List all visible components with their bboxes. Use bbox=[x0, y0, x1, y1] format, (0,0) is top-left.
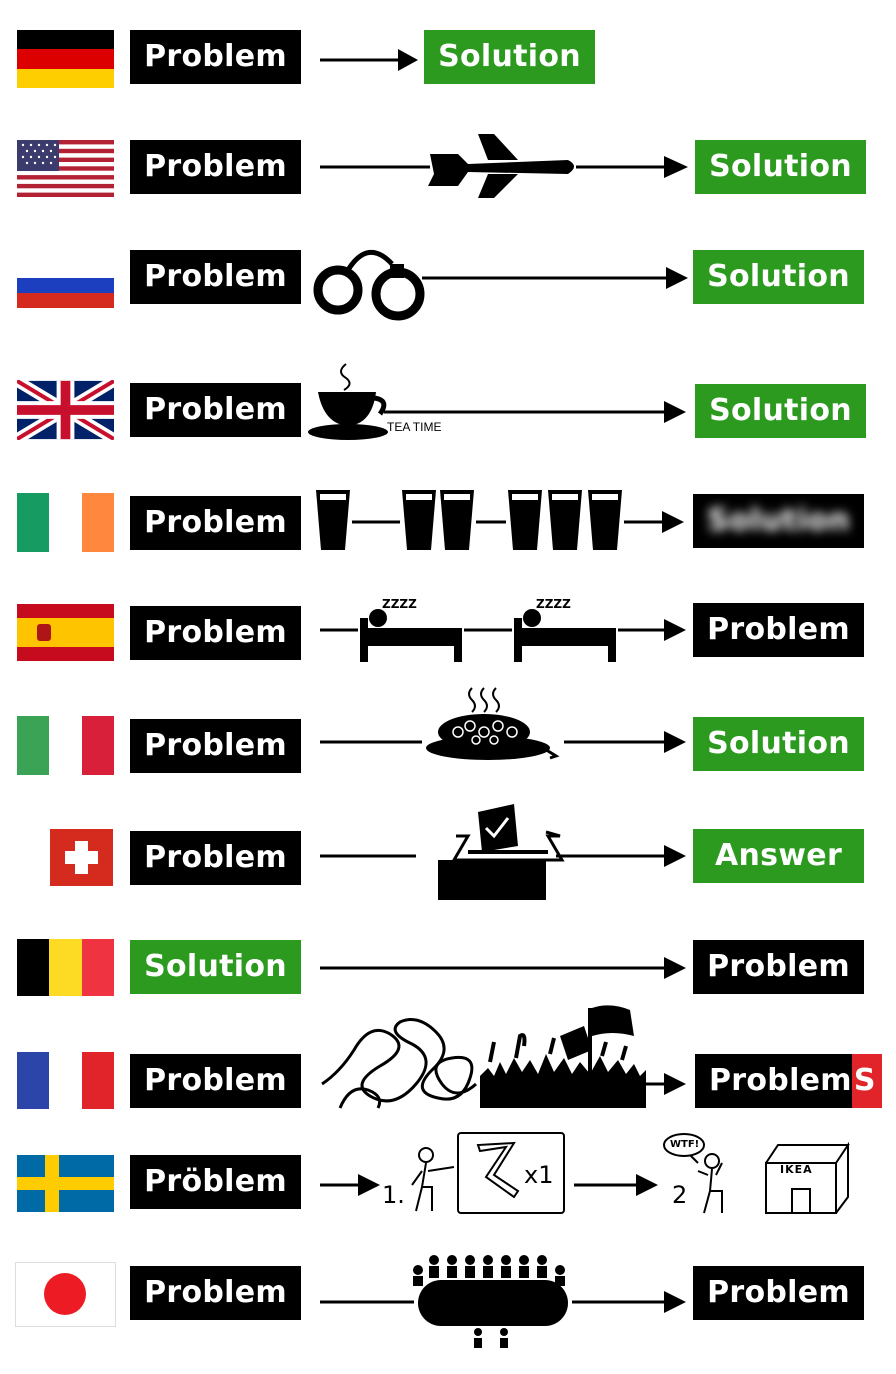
plural-s: S bbox=[851, 1054, 882, 1108]
pasta-plate-icon bbox=[320, 687, 686, 760]
row-france: Problem ProblemS bbox=[0, 1005, 896, 1110]
problem-box: Problem bbox=[130, 1266, 301, 1320]
row-japan: Problem Problem bbox=[0, 1240, 896, 1348]
tea-time-label: TEA TIME bbox=[387, 420, 442, 434]
problem-box: Problem bbox=[130, 831, 301, 885]
problem-box: Problem bbox=[130, 496, 301, 550]
row-russia: Problem Solution bbox=[0, 230, 896, 330]
problem-box: Problem bbox=[130, 250, 301, 304]
row-switzerland: Problem Answer bbox=[0, 800, 896, 900]
flag-uk bbox=[17, 380, 114, 440]
solution-box: Solution bbox=[693, 250, 864, 304]
solution-box: Solution bbox=[693, 717, 864, 771]
flag-spain bbox=[17, 604, 114, 661]
tangled-line-icon bbox=[321, 1018, 478, 1109]
flag-switzerland bbox=[50, 829, 113, 886]
problem-box: Problem bbox=[130, 383, 301, 437]
problem-box: Problem bbox=[130, 1054, 301, 1108]
problem-box: Pröblem bbox=[130, 1155, 301, 1209]
flag-japan bbox=[15, 1262, 116, 1327]
handcuffs-icon bbox=[313, 250, 688, 321]
row-germany: Problem Solution bbox=[0, 10, 896, 110]
solution-box: Solution bbox=[130, 940, 301, 994]
pint-glass-icon bbox=[316, 490, 684, 550]
svg-text:ZZZZ: ZZZZ bbox=[382, 597, 417, 611]
arrow-icon bbox=[320, 957, 686, 979]
flag-belgium bbox=[17, 939, 114, 996]
answer-box: Answer bbox=[693, 829, 864, 883]
flag-ireland bbox=[17, 493, 114, 552]
problem-box: Problem bbox=[130, 30, 301, 84]
problem-box: Problem bbox=[130, 719, 301, 773]
ikea-sign: IKEA bbox=[780, 1163, 813, 1176]
flag-italy bbox=[17, 716, 114, 775]
row-usa: Problem Solution bbox=[0, 120, 896, 220]
row-uk: Problem TEA TIME Solution bbox=[0, 360, 896, 460]
flag-usa bbox=[17, 140, 114, 197]
arrow-icon bbox=[320, 49, 418, 71]
step-two-label: 2 bbox=[672, 1181, 688, 1209]
solution-box: Solution bbox=[695, 140, 866, 194]
flag-france bbox=[17, 1052, 114, 1109]
problem-box-right: Problem bbox=[693, 940, 864, 994]
solution-box: Solution bbox=[424, 30, 595, 84]
teacup-icon bbox=[308, 363, 686, 440]
meeting-table-icon bbox=[320, 1255, 686, 1348]
row-sweden: Pröblem 1. x1 2 WTF! IKEA bbox=[0, 1125, 896, 1225]
drone-icon bbox=[320, 134, 688, 198]
row-ireland: Problem Solution bbox=[0, 470, 896, 570]
ballot-box-icon bbox=[320, 804, 686, 900]
solution-box-blurred: Solution bbox=[693, 494, 864, 548]
problem-box: Problem bbox=[130, 140, 301, 194]
step-one-label: 1. bbox=[382, 1181, 405, 1209]
problem-box: Problem bbox=[130, 606, 301, 660]
protest-crowd-icon bbox=[480, 1005, 686, 1108]
row-belgium: Solution Problem bbox=[0, 910, 896, 1010]
row-spain: Problem ZZZZ ZZZZ Problem bbox=[0, 580, 896, 680]
svg-text:ZZZZ: ZZZZ bbox=[536, 597, 571, 611]
flag-russia bbox=[17, 263, 114, 308]
flag-germany bbox=[17, 30, 114, 88]
sleeping-bed-icon: ZZZZ ZZZZ bbox=[320, 597, 686, 662]
solution-box: Solution bbox=[695, 384, 866, 438]
flag-sweden bbox=[17, 1155, 114, 1212]
problem-box-right: Problem bbox=[693, 603, 864, 657]
wtf-bubble-text: WTF! bbox=[670, 1139, 700, 1150]
count-label: x1 bbox=[524, 1161, 554, 1189]
problems-box: ProblemS bbox=[695, 1054, 882, 1108]
ikea-assembly-icon bbox=[320, 1132, 850, 1214]
row-italy: Problem Solution bbox=[0, 687, 896, 790]
problem-box-right: Problem bbox=[693, 1266, 864, 1320]
